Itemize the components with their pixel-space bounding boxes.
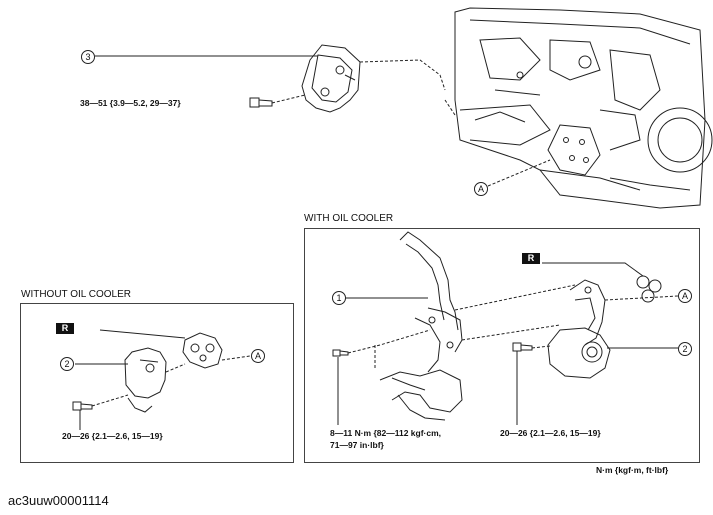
torque-right-small-bolt-line1: 8—11 N·m {82—112 kgf·cm, — [330, 428, 442, 438]
torque-right-bolt: 20—26 {2.1—2.6, 15—19} — [500, 428, 601, 438]
top-bolt-drawing — [249, 97, 273, 108]
section-title-without-cooler: WITHOUT OIL COOLER — [21, 289, 132, 300]
torque-left-bolt: 20—26 {2.1—2.6, 15—19} — [62, 431, 163, 441]
torque-right-small-bolt-line2: 71—97 in·lbf} — [330, 440, 384, 450]
replace-badge-left: R — [56, 323, 74, 334]
callout-part-3: 3 — [81, 50, 95, 64]
section-title-with-cooler: WITH OIL COOLER — [304, 213, 394, 224]
torque-top-bolt: 38—51 {3.9—5.2, 29—37} — [80, 98, 181, 108]
leader-line-R-right — [542, 262, 644, 277]
right-small-bolt-drawing — [332, 349, 349, 357]
callout-part-1: 1 — [332, 291, 346, 305]
torque-units: N·m {kgf·m, ft·lbf} — [596, 465, 669, 475]
leader-line-R-left — [99, 329, 186, 339]
mounting-bracket-3-drawing — [301, 44, 361, 113]
oil-filter-body-left-drawing — [124, 347, 167, 413]
callout-ref-a-left: A — [251, 349, 265, 363]
gasket-left-drawing — [182, 332, 223, 369]
left-bolt-drawing — [72, 401, 93, 411]
without-oil-cooler-frame — [20, 303, 294, 463]
with-oil-cooler-frame — [304, 228, 700, 463]
engine-block-drawing — [454, 7, 713, 209]
callout-ref-a-right: A — [678, 289, 692, 303]
right-alignment-lines — [347, 284, 679, 368]
oil-cooler-hose-drawing — [379, 231, 463, 421]
top-alignment-lines — [271, 59, 551, 187]
callout-part-2-left: 2 — [60, 357, 74, 371]
replace-badge-right: R — [522, 253, 540, 264]
left-alignment-lines — [91, 355, 251, 407]
callout-part-2-right: 2 — [678, 342, 692, 356]
image-code: ac3uuw00001114 — [8, 493, 109, 508]
callout-ref-a-top: A — [474, 182, 488, 196]
oil-cooler-drawing — [547, 327, 611, 379]
